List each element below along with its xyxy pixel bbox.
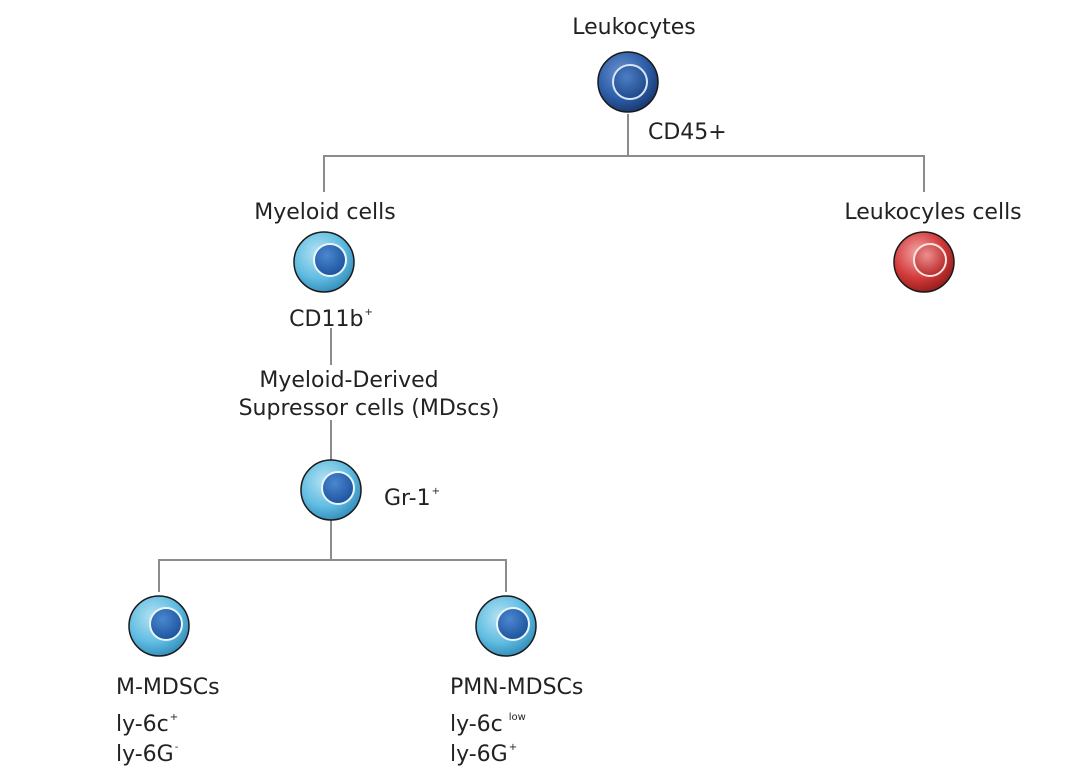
leukocyte-red-cell-icon — [893, 231, 955, 293]
root-marker-label: CD45+ — [648, 120, 727, 145]
pmn-mdsc-marker2-text: ly-6G — [450, 742, 508, 767]
mdsc-marker-label: Gr-1+ — [384, 477, 440, 514]
m-mdsc-marker1-sup: + — [169, 712, 179, 723]
mdsc-marker-sup: + — [431, 486, 441, 497]
pmn-mdsc-marker1: ly-6c low — [450, 703, 526, 740]
pmn-mdsc-label: PMN-MDSCs — [450, 675, 584, 700]
myeloid-cell-icon — [293, 231, 355, 293]
mdsc-label-line2: Supressor cells (MDscs) — [238, 396, 500, 421]
m-mdsc-marker1-text: ly-6c — [116, 712, 169, 737]
myeloid-marker-label: CD11b+ — [289, 298, 373, 335]
root-label: Leukocytes — [572, 15, 696, 40]
mdsc-label-line1: Myeloid-Derived — [259, 368, 439, 393]
myeloid-marker-sup: + — [364, 307, 373, 318]
mdsc-branch-line — [158, 559, 507, 592]
leukocyte-other-label: Leukocyles cells — [844, 200, 1022, 225]
m-mdsc-marker1: ly-6c+ — [116, 703, 178, 740]
myeloid-marker-text: CD11b — [289, 307, 364, 332]
root-branch-line — [323, 155, 925, 192]
pmn-mdsc-marker1-text: ly-6c — [450, 712, 503, 737]
pmn-mdsc-cell-icon — [475, 595, 537, 657]
pmn-mdsc-marker2: ly-6G+ — [450, 733, 517, 770]
root-cell-icon — [597, 51, 659, 113]
m-mdsc-marker2-sup: - — [174, 742, 179, 753]
myeloid-label: Myeloid cells — [254, 200, 396, 225]
mdsc-marker-text: Gr-1 — [384, 486, 431, 511]
pmn-mdsc-marker1-sup: low — [508, 712, 526, 723]
m-mdsc-cell-icon — [128, 595, 190, 657]
m-mdsc-label: M-MDSCs — [116, 675, 220, 700]
m-mdsc-marker2: ly-6G- — [116, 733, 178, 770]
mdsc-cell-icon — [300, 459, 362, 521]
pmn-mdsc-marker2-sup: + — [508, 742, 518, 753]
m-mdsc-marker2-text: ly-6G — [116, 742, 174, 767]
